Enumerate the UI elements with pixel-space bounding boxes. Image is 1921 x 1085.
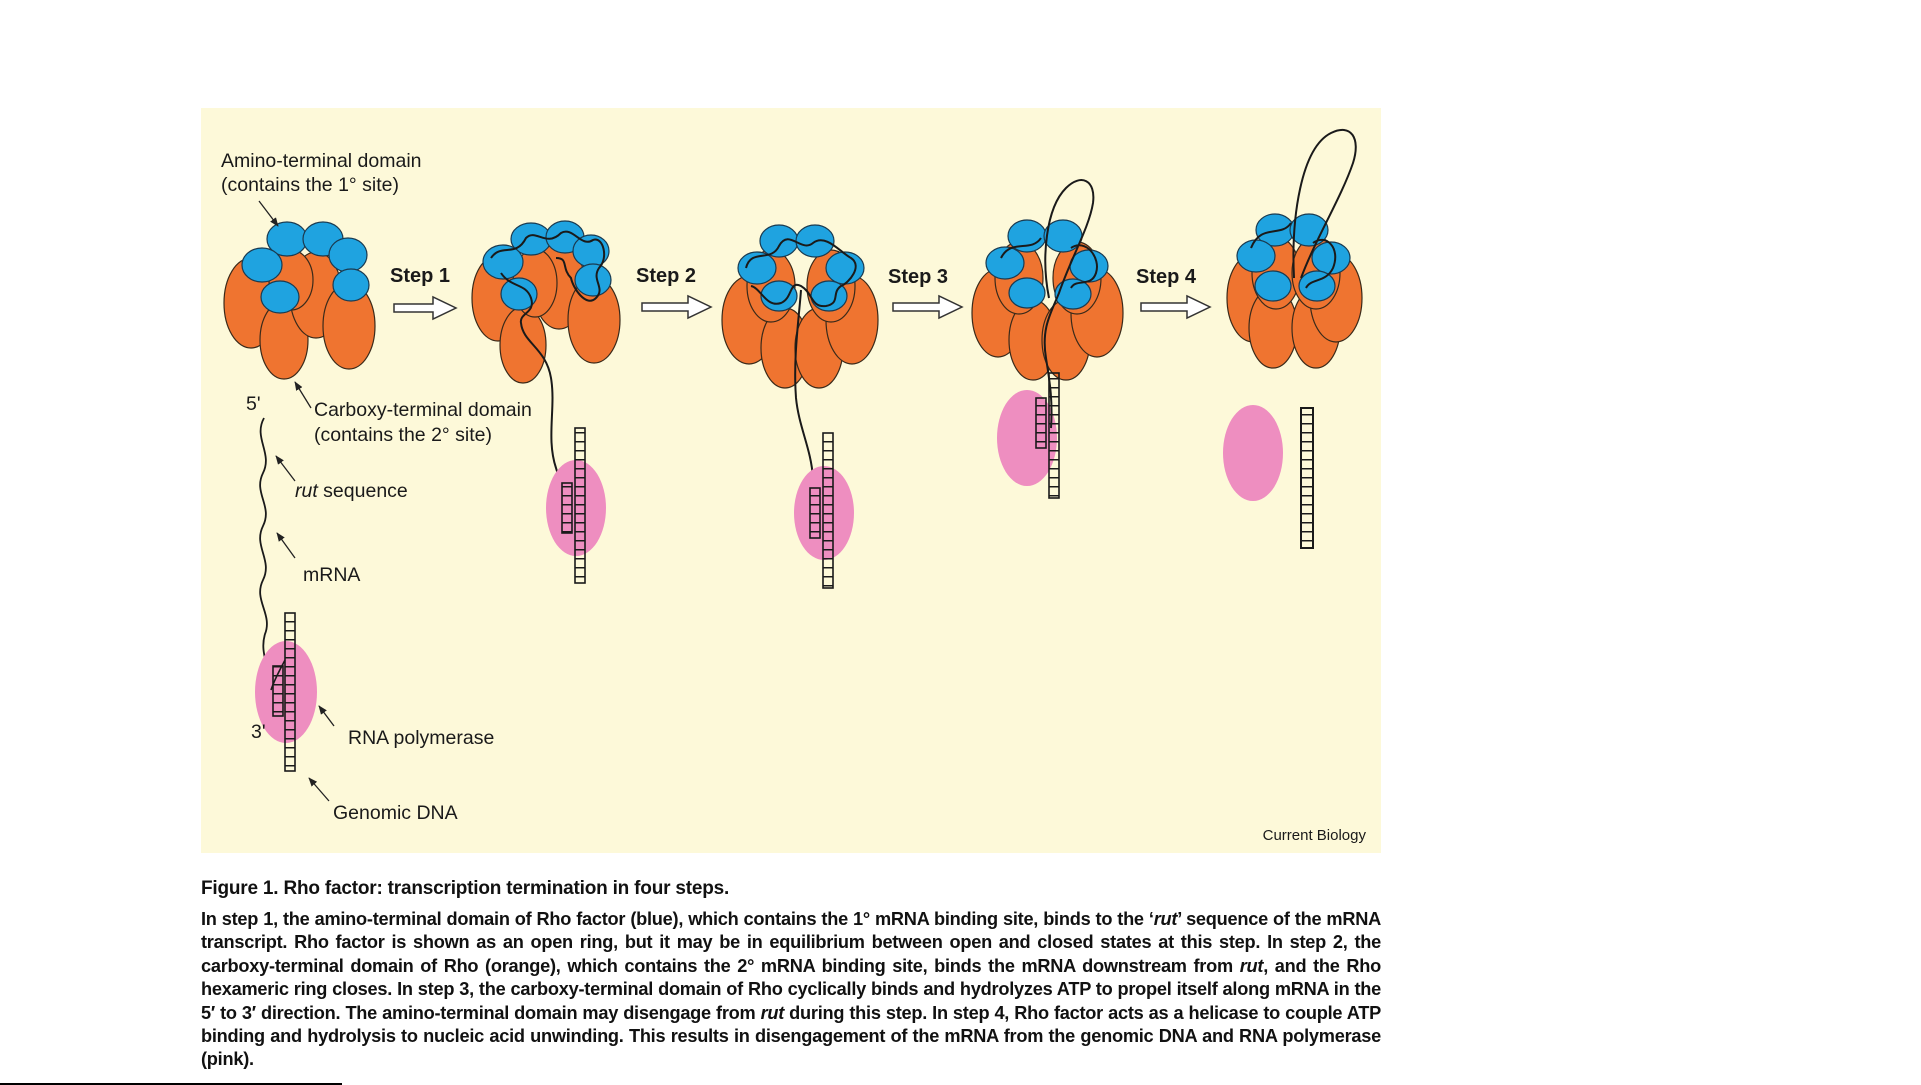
caption-text-4: during this step. In step 4, Rho factor … [201,1002,1381,1070]
step-2-label: Step 2 [636,265,696,287]
step-1-label: Step 1 [390,265,450,287]
carboxy-pointer [294,381,312,409]
step-3-label: Step 3 [888,266,948,288]
step-4-label: Step 4 [1136,266,1197,288]
figure-diagram: Amino-terminal domain (contains the 1° s… [221,128,1367,844]
dna-pointer [308,777,330,802]
caption-text-2: ’ sequence of the mRNA transcript. Rho f… [201,909,1381,976]
rut-label: rut sequence [295,480,408,502]
caption-body: In step 1, the amino-terminal domain of … [201,908,1381,1072]
rna-polymerase-label: RNA polymerase [348,727,494,749]
caption-rut-2: rut [1239,955,1264,976]
genomic-dna-label: Genomic DNA [333,802,458,824]
step-1-arrow [393,295,458,321]
three-prime-label: 3' [251,721,266,743]
five-prime-label: 5' [246,393,261,415]
carboxy-label-line1: Carboxy-terminal domain [314,399,532,421]
figure-caption: Figure 1. Rho factor: transcription term… [201,878,1381,1072]
amino-label-line2: (contains the 1° site) [221,174,399,196]
rho-step2 [721,224,879,589]
rho-initial [223,221,376,380]
caption-text-1: In step 1, the amino-terminal domain of … [201,909,1154,929]
caption-title: Figure 1. Rho factor: transcription term… [201,878,730,899]
figure-panel: Amino-terminal domain (contains the 1° s… [201,108,1381,853]
carboxy-label-line2: (contains the 2° site) [314,424,492,446]
amino-label-line1: Amino-terminal domain [221,150,422,172]
step-4-arrow [1140,294,1212,320]
mrna-pointer [276,532,296,559]
rho-step3 [971,179,1124,499]
rut-pointer [275,455,296,482]
caption-rut-1: rut [1153,909,1178,929]
rho-step4 [1223,128,1363,549]
step-2-arrow [641,294,713,320]
polymerase-pointer [318,705,335,727]
mrna-label: mRNA [303,564,360,586]
caption-rut-3: rut [760,1002,785,1023]
journal-credit: Current Biology [1263,827,1367,844]
caption-text-3: , and the Rho hexameric ring closes. In … [201,955,1381,1023]
amino-pointer [258,200,279,227]
step-3-arrow [892,294,964,320]
mrna-strand [259,417,271,689]
rna-polymerase-initial [255,612,317,772]
rho-step1 [471,220,621,584]
